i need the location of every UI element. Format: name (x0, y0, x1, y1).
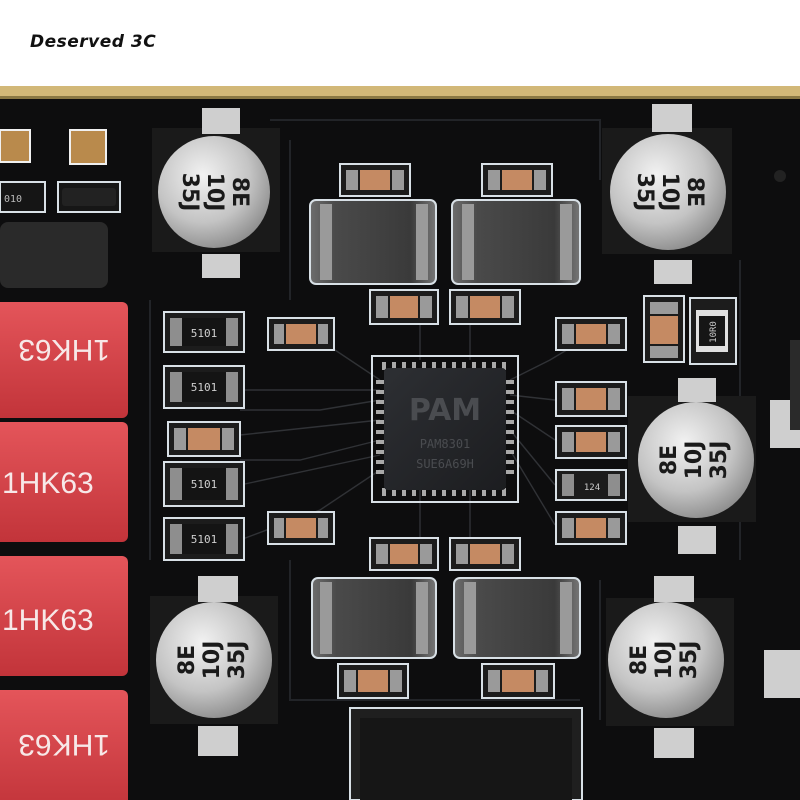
svg-text:35J: 35J (677, 641, 702, 680)
film-cap-4: 1HK63 (0, 690, 128, 800)
svg-text:10J: 10J (202, 173, 227, 212)
red-film-caps: 1HK63 1HK63 1HK63 1HK63 (0, 302, 128, 800)
film-cap-3: 1HK63 (0, 556, 128, 676)
film-cap-2: 1HK63 (0, 422, 128, 542)
svg-text:124: 124 (584, 483, 600, 493)
svg-text:1HK63: 1HK63 (18, 333, 110, 366)
svg-text:10R0: 10R0 (709, 321, 719, 343)
svg-text:35J: 35J (632, 173, 657, 212)
inductors (309, 199, 581, 659)
watermark-text: Deserved 3C (30, 32, 157, 52)
svg-text:010: 010 (4, 194, 22, 205)
smd-caps (167, 163, 685, 699)
film-cap-1: 1HK63 (0, 302, 128, 418)
svg-text:10J: 10J (200, 641, 225, 680)
svg-text:35J: 35J (177, 173, 202, 212)
top-left-parts: 010 (0, 129, 121, 288)
resistors-5101: 5101 5101 5101 5101 (163, 311, 245, 561)
svg-text:1HK63: 1HK63 (18, 728, 110, 761)
resistor-124: 124 (555, 469, 627, 501)
resistor-10r0: 10R0 (689, 297, 737, 365)
electrolytic-cap-2: 8E 10J 35J (602, 104, 732, 284)
svg-text:35J: 35J (225, 641, 250, 680)
electrolytic-cap-4: 8E 10J 35J (150, 576, 278, 756)
electrolytic-cap-5: 8E 10J 35J (606, 576, 734, 758)
pcb-gold-edge (0, 86, 800, 98)
svg-text:5101: 5101 (191, 478, 218, 491)
svg-text:5101: 5101 (191, 327, 218, 340)
amplifier-chip: PAM PAM8301 SUE6A69H (371, 355, 519, 503)
svg-text:10J: 10J (652, 641, 677, 680)
electrolytic-cap-1: 8E 10J 35J (152, 108, 280, 278)
svg-text:1HK63: 1HK63 (2, 467, 94, 500)
svg-text:35J: 35J (707, 441, 732, 480)
svg-text:8E: 8E (175, 645, 200, 675)
svg-text:8E: 8E (657, 445, 682, 475)
bottom-connector (349, 707, 583, 800)
svg-text:5101: 5101 (191, 381, 218, 394)
svg-text:1HK63: 1HK63 (2, 604, 94, 637)
electrolytic-cap-3: 8E 10J 35J (628, 378, 756, 554)
right-edge-parts (764, 170, 800, 698)
svg-text:8E: 8E (682, 177, 707, 207)
svg-text:10J: 10J (657, 173, 682, 212)
svg-text:10J: 10J (682, 441, 707, 480)
svg-text:8E: 8E (627, 645, 652, 675)
svg-text:5101: 5101 (191, 533, 218, 546)
svg-text:SUE6A69H: SUE6A69H (416, 457, 474, 471)
svg-text:PAM: PAM (409, 393, 481, 428)
svg-text:8E: 8E (227, 177, 252, 207)
svg-text:PAM8301: PAM8301 (420, 437, 471, 451)
